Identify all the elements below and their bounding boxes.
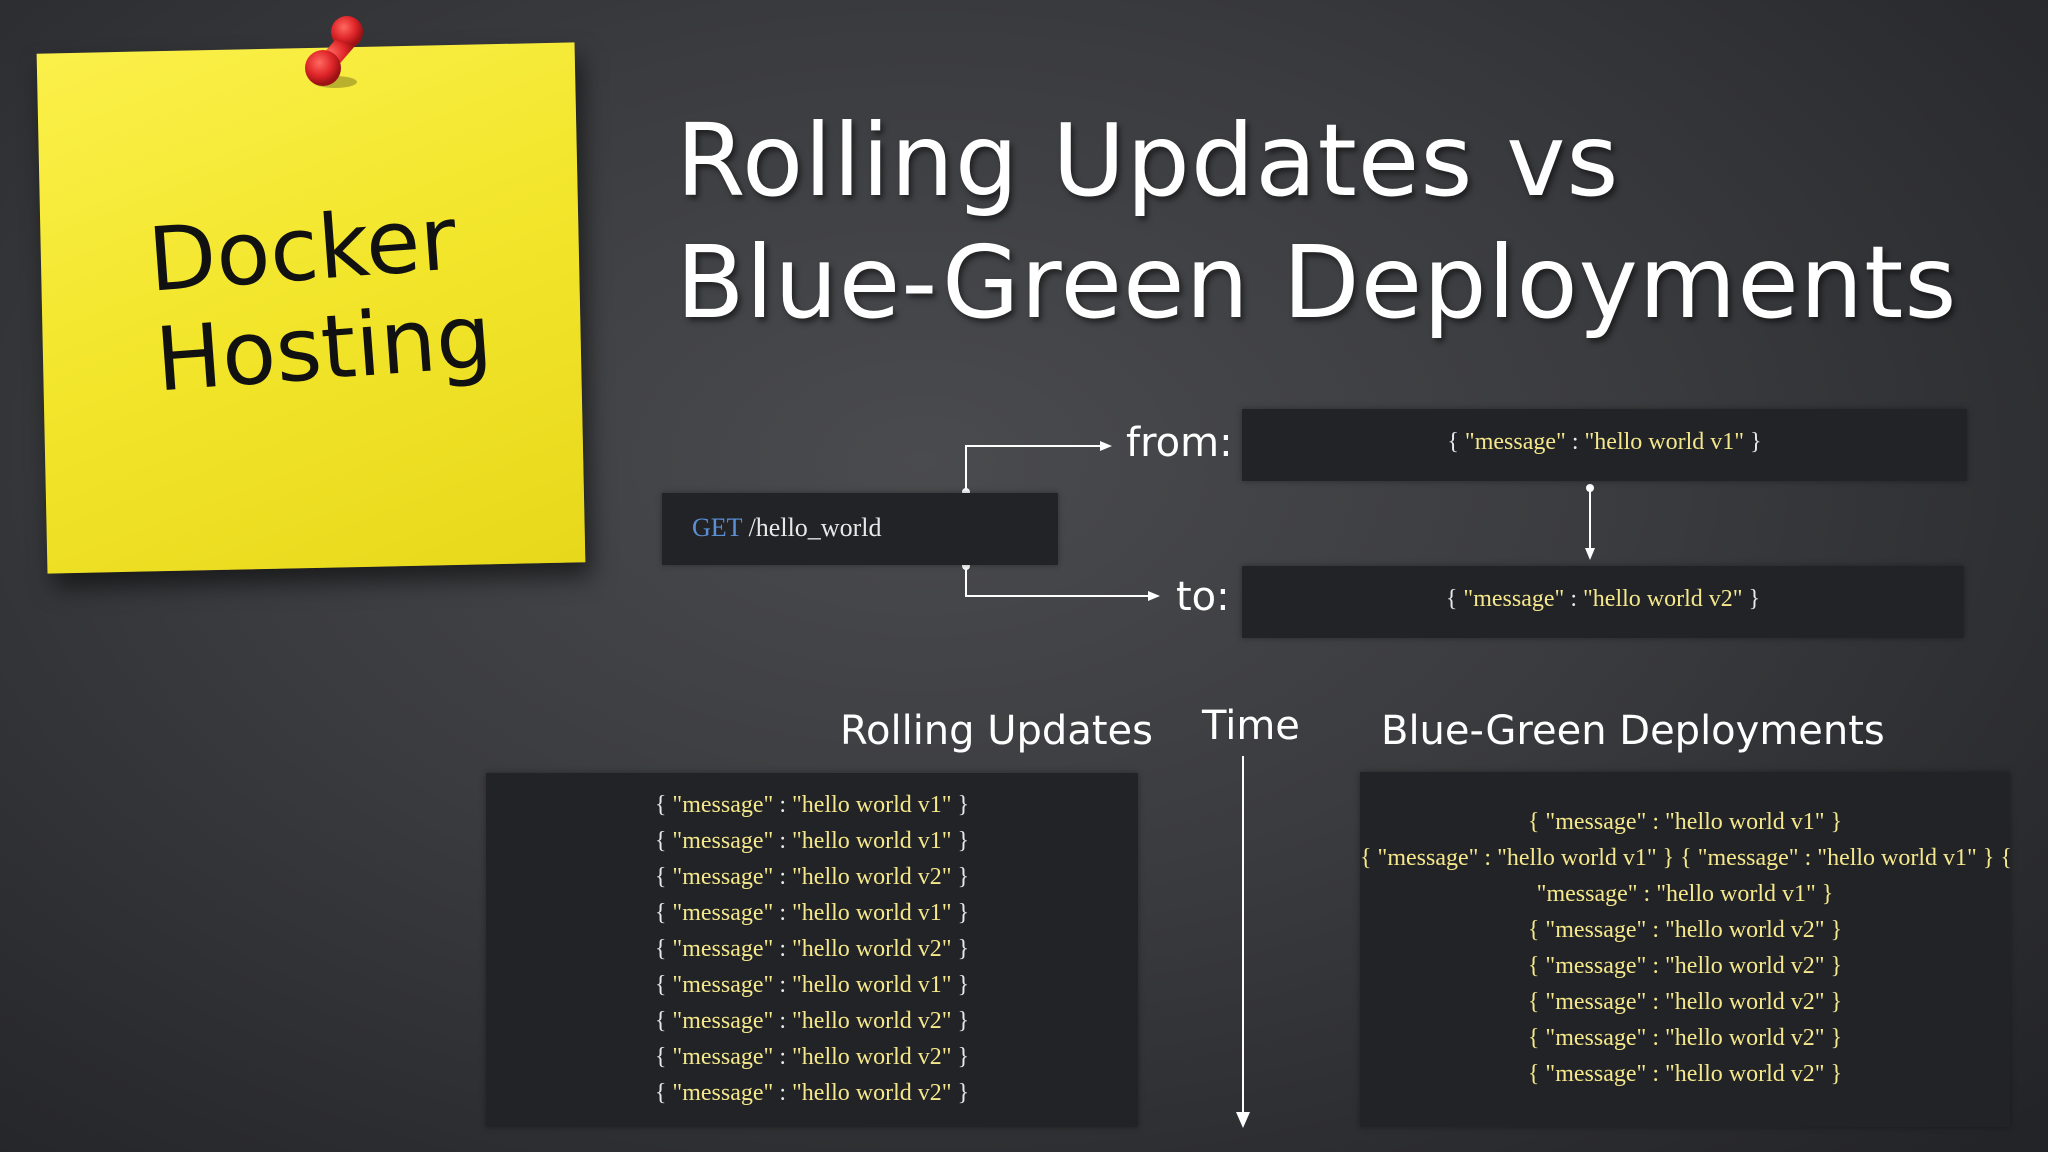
json-key: "message": [1464, 429, 1566, 455]
to-response-box: { "message" : "hello world v2" }: [1242, 566, 1964, 638]
response-row: { "message" : "hello world v2" }: [1527, 1061, 1843, 1087]
json-value: "hello world v2": [792, 1044, 952, 1070]
response-row: { "message" : "hello world v2" }: [1527, 1025, 1843, 1051]
json-key: "message": [672, 972, 774, 998]
from-response-box: { "message" : "hello world v1" }: [1242, 409, 1967, 481]
time-heading: Time: [1202, 703, 1300, 749]
response-row: { "message" : "hello world v1" } { "mess…: [1360, 845, 2012, 871]
json-key: "message": [672, 1044, 774, 1070]
rolling-updates-panel: { "message" : "hello world v1" } { "messa…: [486, 773, 1138, 1127]
blue-green-panel: { "message" : "hello world v1" } { "messa…: [1360, 772, 2012, 1127]
response-row: { "message" : "hello world v1" }: [654, 828, 970, 854]
to-label: to:: [1176, 574, 1230, 620]
page-title: Rolling Updates vs Blue-Green Deployment…: [676, 100, 1957, 344]
blue-green-list: { "message" : "hello world v1" } { "messa…: [1360, 804, 2012, 1092]
json-value: "hello world v1": [792, 792, 952, 818]
json-value: "hello world v2": [1583, 586, 1743, 612]
response-row: { "message" : "hello world v2" }: [654, 1044, 970, 1070]
to-arrowhead: [1148, 591, 1160, 601]
from-arrowhead: [1100, 441, 1112, 451]
json-key: "message": [672, 864, 774, 890]
from-response: { "message" : "hello world v1" }: [1447, 429, 1762, 455]
json-value: "hello world v2": [792, 864, 952, 890]
blue-green-heading: Blue-Green Deployments: [1381, 708, 1885, 754]
rolling-updates-list: { "message" : "hello world v1" } { "messa…: [486, 787, 1138, 1111]
title-line: Rolling Updates vs: [676, 102, 1620, 219]
response-row: { "message" : "hello world v1" }: [654, 900, 970, 926]
response-row: { "message" : "hello world v2" }: [654, 936, 970, 962]
response-row: { "message" : "hello world v2" }: [654, 1080, 970, 1106]
json-value: "hello world v2": [792, 1008, 952, 1034]
response-row: { "message" : "hello world v2" }: [654, 864, 970, 890]
from-connector: [965, 445, 1104, 492]
request-box: GET /hello_world: [662, 493, 1058, 565]
to-response: { "message" : "hello world v2" }: [1445, 586, 1761, 612]
json-value: "hello world v1": [1584, 429, 1745, 455]
response-row: "message" : "hello world v1" }: [1536, 881, 1834, 907]
json-key: "message": [672, 900, 774, 926]
json-value: "hello world v1": [792, 828, 952, 854]
response-row: { "message" : "hello world v1" }: [654, 972, 970, 998]
json-key: "message": [672, 792, 774, 818]
json-key: "message": [672, 1080, 774, 1106]
response-row: { "message" : "hello world v2" }: [1527, 953, 1843, 979]
response-row: { "message" : "hello world v2" }: [1527, 917, 1843, 943]
response-row: { "message" : "hello world v2" }: [654, 1008, 970, 1034]
response-row: { "message" : "hello world v1" }: [1527, 809, 1843, 835]
v2-arrowhead: [1585, 548, 1595, 560]
from-label: from:: [1126, 420, 1233, 466]
json-key: "message": [672, 1008, 774, 1034]
request-path: /hello_world: [748, 513, 882, 542]
json-key: "message": [1463, 586, 1565, 612]
json-value: "hello world v2": [792, 1080, 952, 1106]
rolling-updates-heading: Rolling Updates: [840, 708, 1153, 754]
json-value: "hello world v1": [792, 900, 952, 926]
response-row: { "message" : "hello world v1" }: [654, 792, 970, 818]
response-row: { "message" : "hello world v2" }: [1527, 989, 1843, 1015]
json-value: "hello world v2": [792, 936, 952, 962]
json-key: "message": [672, 828, 774, 854]
push-pin-icon: [305, 16, 363, 88]
json-value: "hello world v1": [792, 972, 952, 998]
title-line: Blue-Green Deployments: [676, 224, 1958, 341]
time-arrowhead: [1236, 1112, 1250, 1128]
json-key: "message": [672, 936, 774, 962]
http-method: GET: [692, 513, 743, 542]
to-connector: [965, 566, 1152, 597]
request-line: GET /hello_world: [692, 513, 881, 543]
